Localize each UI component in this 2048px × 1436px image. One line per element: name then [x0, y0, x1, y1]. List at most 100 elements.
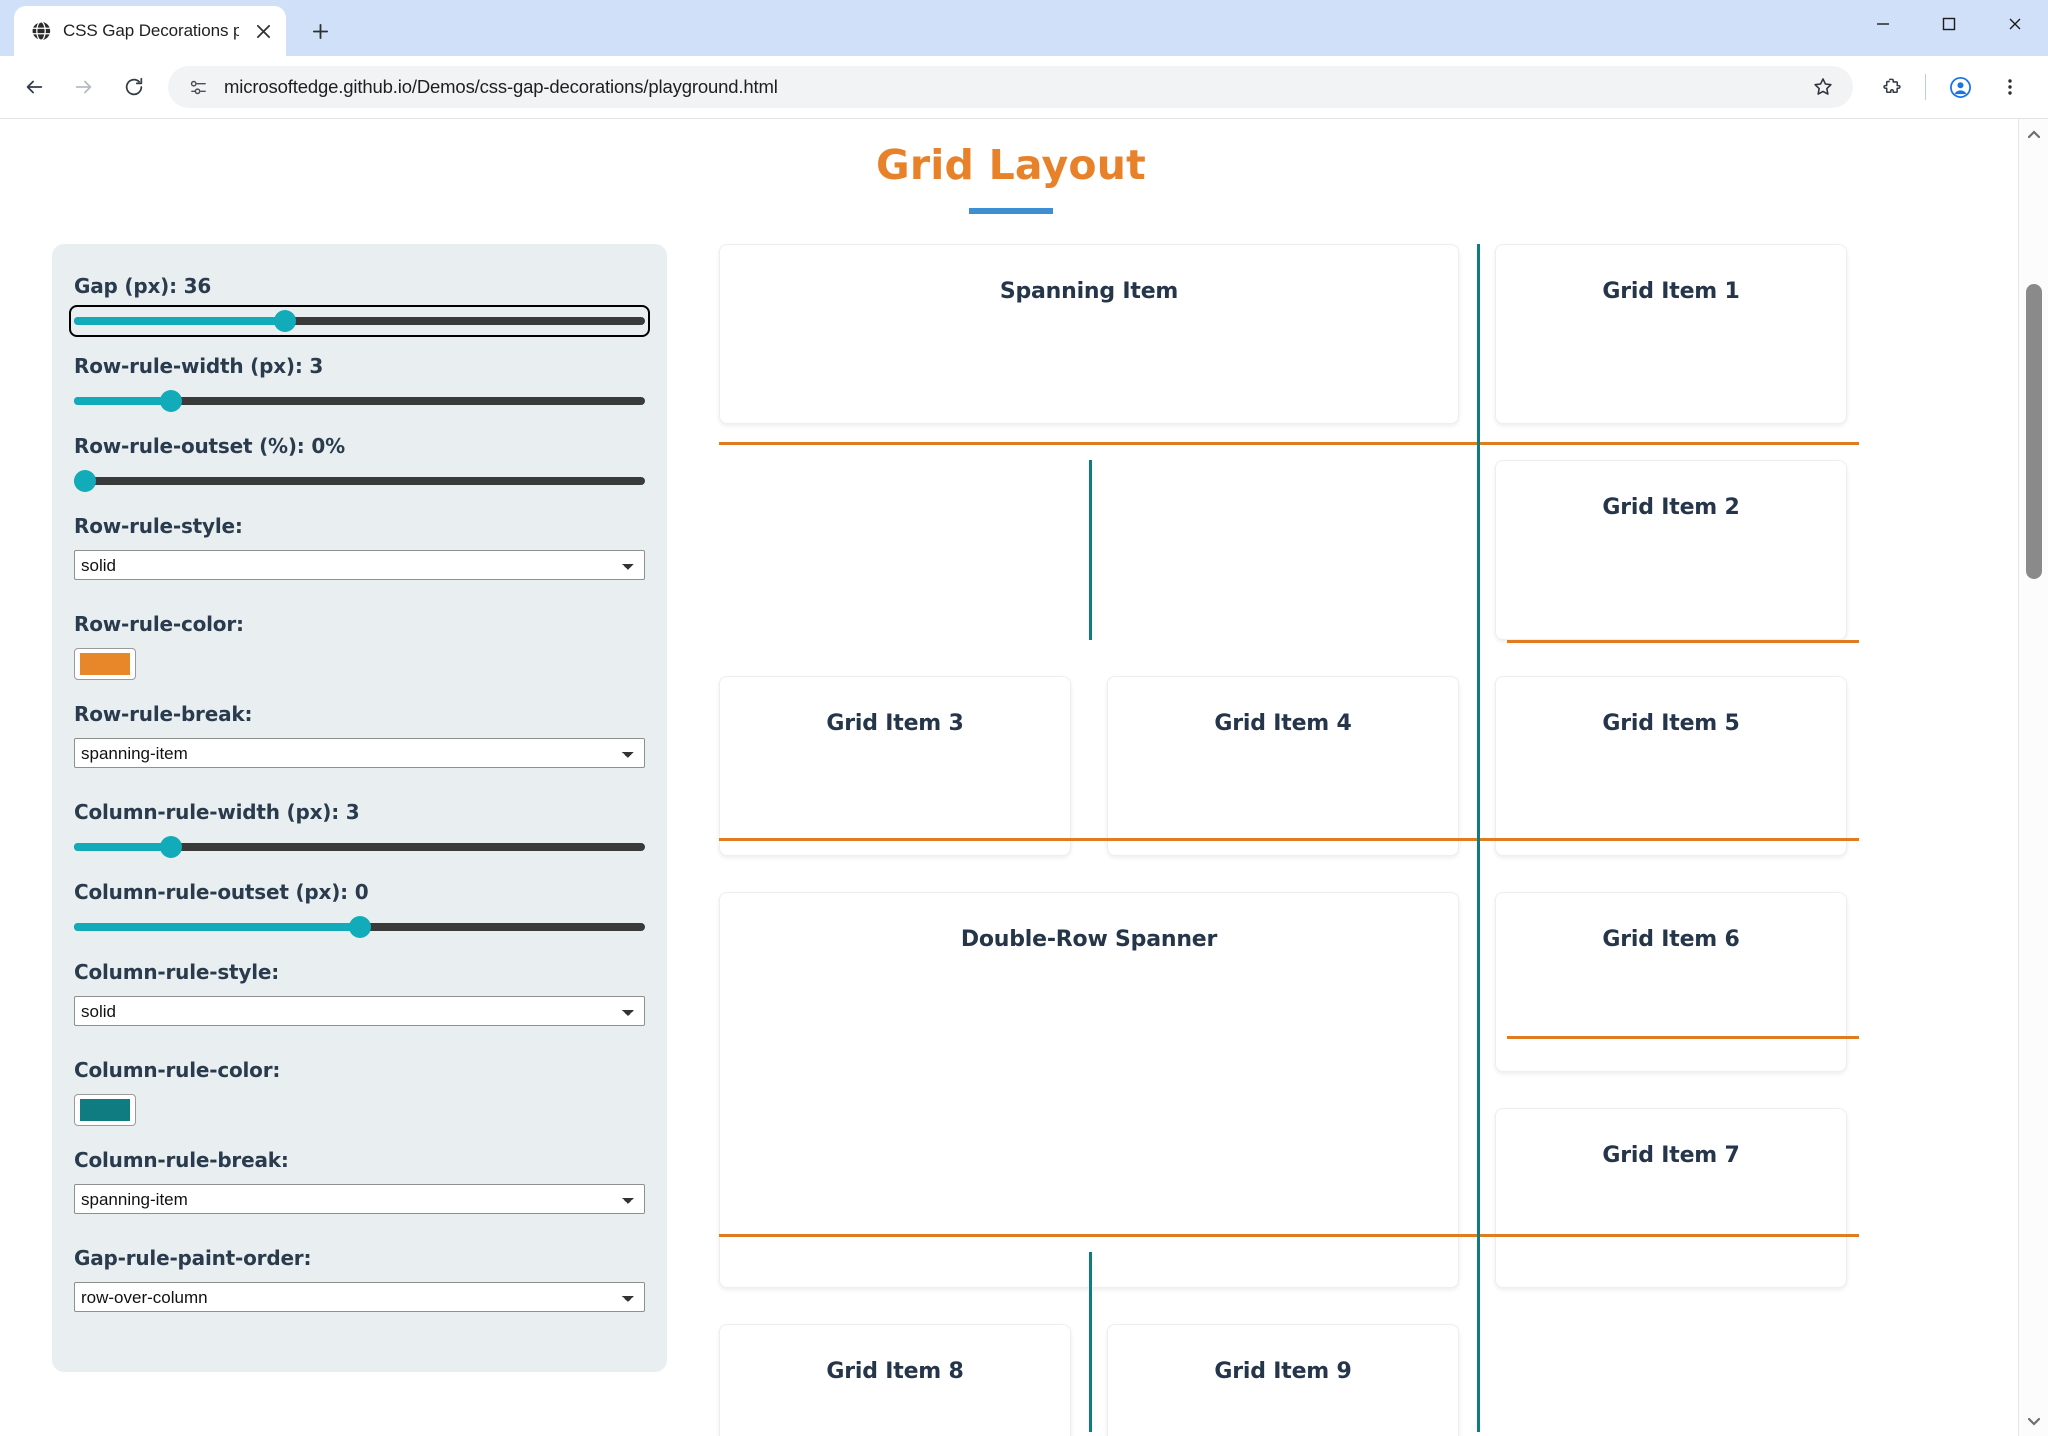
slider-thumb[interactable]	[74, 470, 97, 492]
grid-item-label: Grid Item 7	[1602, 1143, 1740, 1168]
grid-container: Spanning Item Grid Item 1 Grid Item 2 Gr…	[719, 244, 1970, 1436]
minimize-button[interactable]	[1850, 0, 1916, 48]
control-gap: Gap (px): 36	[69, 274, 650, 337]
grid-item-label: Grid Item 4	[1214, 711, 1352, 736]
controls-panel: Gap (px): 36 Row-rule-width (px): 3 Row-ru…	[52, 244, 667, 1372]
page-viewport: Grid Layout Gap (px): 36 Row-rule-width (…	[0, 118, 2048, 1436]
grid-double-row-spanner: Double-Row Spanner	[719, 892, 1459, 1288]
grid-item-label: Spanning Item	[999, 279, 1179, 304]
grid-item-label: Double-Row Spanner	[960, 927, 1218, 952]
color-swatch-row-rule-color[interactable]	[74, 648, 136, 680]
control-label-row-rule-break: Row-rule-break:	[74, 702, 253, 726]
control-label-gap: Gap (px): 36	[74, 274, 212, 298]
grid-item-label: Grid Item 5	[1602, 711, 1740, 736]
slider-track[interactable]	[74, 317, 645, 325]
three-dot-menu-icon[interactable]	[1986, 63, 2034, 111]
scrollbar-thumb[interactable]	[2026, 284, 2042, 579]
page-body: Gap (px): 36 Row-rule-width (px): 3 Row-ru…	[52, 244, 1970, 1436]
grid-item-3: Grid Item 3	[719, 676, 1071, 856]
control-label-row-rule-outset: Row-rule-outset (%): 0%	[74, 434, 345, 458]
control-row-rule-outset: Row-rule-outset (%): 0%	[74, 434, 645, 492]
control-row-rule-style: Row-rule-style:nonesoliddasheddotteddoub…	[74, 514, 645, 602]
slider-column-rule-outset[interactable]	[74, 916, 645, 938]
grid-item-6: Grid Item 6	[1495, 892, 1847, 1072]
control-label-column-rule-width: Column-rule-width (px): 3	[74, 800, 360, 824]
control-column-rule-color: Column-rule-color:	[74, 1058, 645, 1126]
browser-toolbar: microsoftedge.github.io/Demos/css-gap-de…	[0, 56, 2048, 118]
maximize-button[interactable]	[1916, 0, 1982, 48]
control-label-column-rule-color: Column-rule-color:	[74, 1058, 281, 1082]
title-underline	[969, 208, 1053, 214]
slider-row-rule-outset[interactable]	[74, 470, 645, 492]
tab-title: CSS Gap Decorations playgroun	[63, 21, 239, 40]
control-label-column-rule-break: Column-rule-break:	[74, 1148, 289, 1172]
toolbar-divider	[1925, 74, 1926, 100]
control-row-rule-width: Row-rule-width (px): 3	[74, 354, 645, 412]
grid-item-label: Grid Item 9	[1214, 1359, 1352, 1384]
grid-item-5: Grid Item 5	[1495, 676, 1847, 856]
select-gap-rule-paint-order[interactable]: row-over-columncolumn-over-row	[74, 1282, 645, 1312]
color-swatch-column-rule-color[interactable]	[74, 1094, 136, 1126]
control-label-row-rule-width: Row-rule-width (px): 3	[74, 354, 324, 378]
slider-fill	[74, 397, 172, 405]
grid-item-4: Grid Item 4	[1107, 676, 1459, 856]
forward-arrow-icon[interactable]	[60, 63, 108, 111]
tab-close-icon[interactable]	[250, 18, 276, 44]
column-rule-outer	[1477, 244, 1480, 1432]
page-content: Grid Layout Gap (px): 36 Row-rule-width (…	[0, 119, 2018, 1436]
scroll-down-arrow-icon[interactable]	[2019, 1406, 2048, 1436]
control-gap-rule-paint-order: Gap-rule-paint-order: row-over-columncolu…	[74, 1246, 645, 1334]
site-info-icon[interactable]	[184, 73, 212, 101]
select-row-rule-break[interactable]: nonespanning-itemintersection	[74, 738, 645, 768]
row-rule-2	[1507, 640, 1859, 643]
browser-titlebar: CSS Gap Decorations playgroun	[0, 0, 2048, 56]
grid-item-label: Grid Item 6	[1602, 927, 1740, 952]
page-title: Grid Layout	[876, 141, 1146, 189]
grid-item-7: Grid Item 7	[1495, 1108, 1847, 1288]
control-label-column-rule-outset: Column-rule-outset (px): 0	[74, 880, 369, 904]
select-column-rule-style[interactable]: nonesoliddasheddotteddoublegrooveridgein…	[74, 996, 645, 1026]
grid-spanning-item: Spanning Item	[719, 244, 1459, 424]
close-window-button[interactable]	[1982, 0, 2048, 48]
grid-item-label: Grid Item 2	[1602, 495, 1740, 520]
slider-fill	[74, 923, 360, 931]
grid-item-9: Grid Item 9	[1107, 1324, 1459, 1436]
star-icon[interactable]	[1803, 67, 1843, 107]
slider-track[interactable]	[74, 477, 645, 485]
column-rule-inner-1	[1089, 460, 1092, 640]
control-label-row-rule-color: Row-rule-color:	[74, 612, 244, 636]
control-row-rule-color: Row-rule-color:	[74, 612, 645, 680]
slider-thumb[interactable]	[274, 310, 297, 332]
reload-icon[interactable]	[110, 63, 158, 111]
url-text[interactable]: microsoftedge.github.io/Demos/css-gap-de…	[224, 76, 778, 97]
select-column-rule-break[interactable]: nonespanning-itemintersection	[74, 1184, 645, 1214]
address-bar[interactable]: microsoftedge.github.io/Demos/css-gap-de…	[168, 66, 1853, 108]
select-row-rule-style[interactable]: nonesoliddasheddotteddoublegrooveridgein…	[74, 550, 645, 580]
browser-tab[interactable]: CSS Gap Decorations playgroun	[14, 6, 286, 56]
window-controls	[1850, 0, 2048, 48]
grid-item-label: Grid Item 1	[1602, 279, 1740, 304]
slider-track[interactable]	[74, 397, 645, 405]
back-arrow-icon[interactable]	[10, 63, 58, 111]
slider-thumb[interactable]	[160, 836, 183, 858]
control-row-rule-break: Row-rule-break: nonespanning-itemintersec…	[74, 702, 645, 790]
control-label-column-rule-style: Column-rule-style:	[74, 960, 280, 984]
color-chip	[80, 653, 130, 675]
control-label-gap-rule-paint-order: Gap-rule-paint-order:	[74, 1246, 312, 1270]
slider-track[interactable]	[74, 843, 645, 851]
grid-demo: Spanning Item Grid Item 1 Grid Item 2 Gr…	[719, 244, 1970, 1436]
slider-row-rule-width[interactable]	[74, 390, 645, 412]
slider-thumb[interactable]	[160, 390, 183, 412]
new-tab-button[interactable]	[298, 9, 342, 53]
grid-item-1: Grid Item 1	[1495, 244, 1847, 424]
account-circle-icon[interactable]	[1936, 63, 1984, 111]
page-scrollbar[interactable]	[2018, 119, 2048, 1436]
globe-icon	[30, 20, 52, 42]
slider-thumb[interactable]	[348, 916, 371, 938]
slider-column-rule-width[interactable]	[74, 836, 645, 858]
slider-fill	[74, 317, 286, 325]
scroll-up-arrow-icon[interactable]	[2019, 119, 2048, 149]
slider-gap[interactable]	[69, 305, 650, 337]
puzzle-piece-icon[interactable]	[1867, 63, 1915, 111]
